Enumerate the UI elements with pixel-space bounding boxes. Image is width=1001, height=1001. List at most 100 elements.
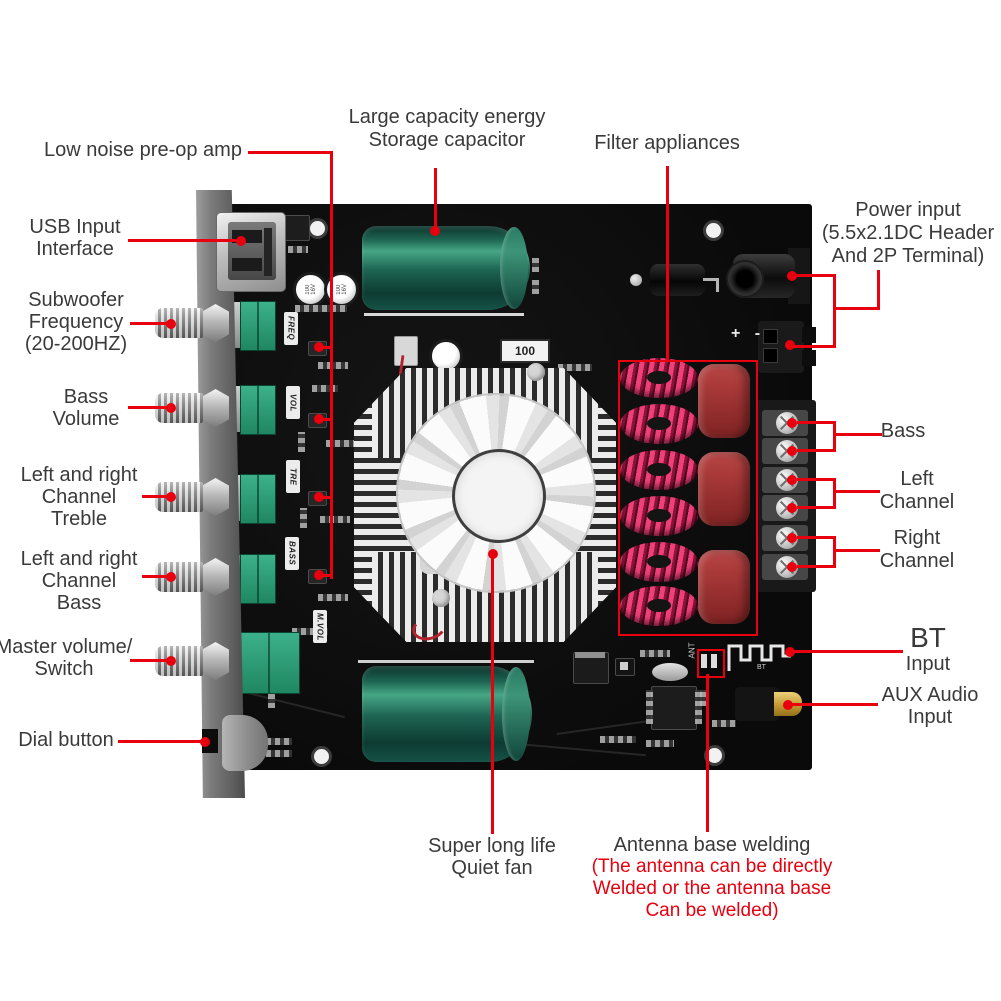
callout-dot — [314, 414, 324, 424]
callout-line-usb — [128, 239, 240, 242]
callout-line-power — [793, 345, 835, 348]
callout-line-fan — [491, 556, 494, 834]
callout-line-preamp — [320, 496, 333, 499]
callout-line-storage-cap — [434, 168, 437, 228]
label-fan: Quiet fan — [451, 857, 533, 879]
label-out-bass: Bass — [880, 420, 926, 442]
dc-jack-opening — [726, 260, 764, 298]
callout-line-filter — [666, 166, 669, 360]
antenna-pad — [701, 654, 707, 668]
callout-dot — [787, 418, 797, 428]
label-storage-cap: Storage capacitor — [368, 129, 526, 151]
film-capacitor — [698, 452, 750, 526]
callout-line-preamp — [320, 418, 333, 421]
resistor-row — [295, 305, 347, 312]
diode-lead — [703, 278, 719, 281]
callout-line-aux — [791, 703, 878, 706]
callout-dot — [787, 503, 797, 513]
bass-volume-nut — [202, 389, 229, 427]
label-bass-channel: Channel — [41, 570, 117, 592]
label-bass-volume: Volume — [52, 408, 120, 430]
silkscreen-vol: VOL — [286, 386, 300, 419]
filter-inductor — [620, 450, 698, 490]
callout-line-master — [130, 659, 170, 662]
smd-component — [312, 385, 338, 392]
bt-antenna-trace — [727, 644, 791, 671]
subwoofer-freq-pot — [240, 301, 276, 351]
smd-component — [298, 432, 305, 452]
polarity-marking: + - — [731, 325, 766, 342]
mounting-hole — [706, 223, 721, 238]
callout-line-power — [833, 274, 836, 348]
silkscreen-line — [364, 313, 524, 316]
callout-dot — [166, 492, 176, 502]
callout-line-out-left — [833, 478, 836, 509]
smd-component — [292, 628, 328, 635]
callout-line-bass-volume — [128, 406, 170, 409]
callout-dot — [236, 236, 246, 246]
callout-line-power — [877, 270, 880, 310]
callout-line-bass-channel — [142, 575, 170, 578]
fan-post — [527, 363, 545, 381]
filter-inductor — [620, 404, 698, 444]
storage-capacitor-top-rim — [500, 227, 528, 309]
silkscreen-freq: FREQ — [284, 312, 298, 345]
storage-capacitor-bottom-rim — [502, 667, 530, 761]
callout-dot — [787, 271, 797, 281]
mounting-hole — [314, 749, 329, 764]
pcb-trace — [247, 691, 345, 719]
label-filter: Filter appliances — [594, 132, 740, 154]
silkscreen-bt: BT — [757, 664, 766, 671]
callout-line-out-left — [797, 506, 835, 509]
label-bass-channel: Bass — [56, 592, 102, 614]
smd-component — [266, 738, 292, 745]
smd-component — [712, 720, 736, 727]
callout-dot — [314, 342, 324, 352]
label-antenna-note: (The antenna can be directly — [591, 856, 833, 877]
diode-lead — [630, 274, 642, 286]
smd-component — [558, 364, 592, 371]
antenna-pad — [711, 654, 717, 668]
smd-component — [288, 246, 308, 253]
label-master-volume: Switch — [34, 658, 94, 680]
callout-dot — [785, 340, 795, 350]
label-dial-button: Dial button — [18, 729, 114, 751]
label-treble: Channel — [41, 486, 117, 508]
master-volume-pot — [240, 632, 300, 694]
label-aux-input: Input — [907, 706, 953, 728]
callout-line-out-bass — [833, 421, 836, 452]
label-pre-amp: Low noise pre-op amp — [44, 139, 242, 161]
label-master-volume: Master volume/ — [0, 636, 133, 658]
label-antenna-note: Welded or the antenna base — [592, 878, 832, 899]
callout-line-power — [836, 307, 879, 310]
silkscreen-mvol: M.VOL — [313, 610, 327, 643]
callout-line-treble — [142, 495, 170, 498]
antenna-pad-highlight-box — [697, 649, 725, 678]
smd-component — [646, 740, 674, 747]
transistor — [282, 215, 310, 241]
label-storage-cap: Large capacity energy — [348, 106, 546, 128]
bass-channel-pot — [240, 554, 276, 604]
callout-line-out-right — [797, 565, 835, 568]
label-power-input: And 2P Terminal) — [831, 245, 985, 267]
label-out-right: Right — [893, 527, 941, 549]
callout-line-preamp — [248, 151, 333, 154]
callout-line-out-right — [833, 536, 836, 568]
callout-line-out-bass — [797, 421, 835, 424]
callout-line-preamp — [330, 151, 333, 579]
dial-wheel — [222, 715, 268, 771]
smd-component — [700, 690, 707, 706]
callout-line-out-left — [797, 478, 835, 481]
label-treble: Left and right — [20, 464, 138, 486]
label-subwoofer-freq: Subwoofer — [28, 289, 124, 311]
label-subwoofer-freq: (20-200HZ) — [24, 333, 128, 355]
callout-dot — [787, 533, 797, 543]
smd-component — [640, 650, 670, 657]
label-aux-input: AUX Audio — [881, 684, 979, 706]
label-out-left: Channel — [879, 491, 955, 513]
filter-inductor — [620, 358, 698, 398]
label-subwoofer-freq: Frequency — [28, 311, 124, 333]
callout-dot — [785, 647, 795, 657]
